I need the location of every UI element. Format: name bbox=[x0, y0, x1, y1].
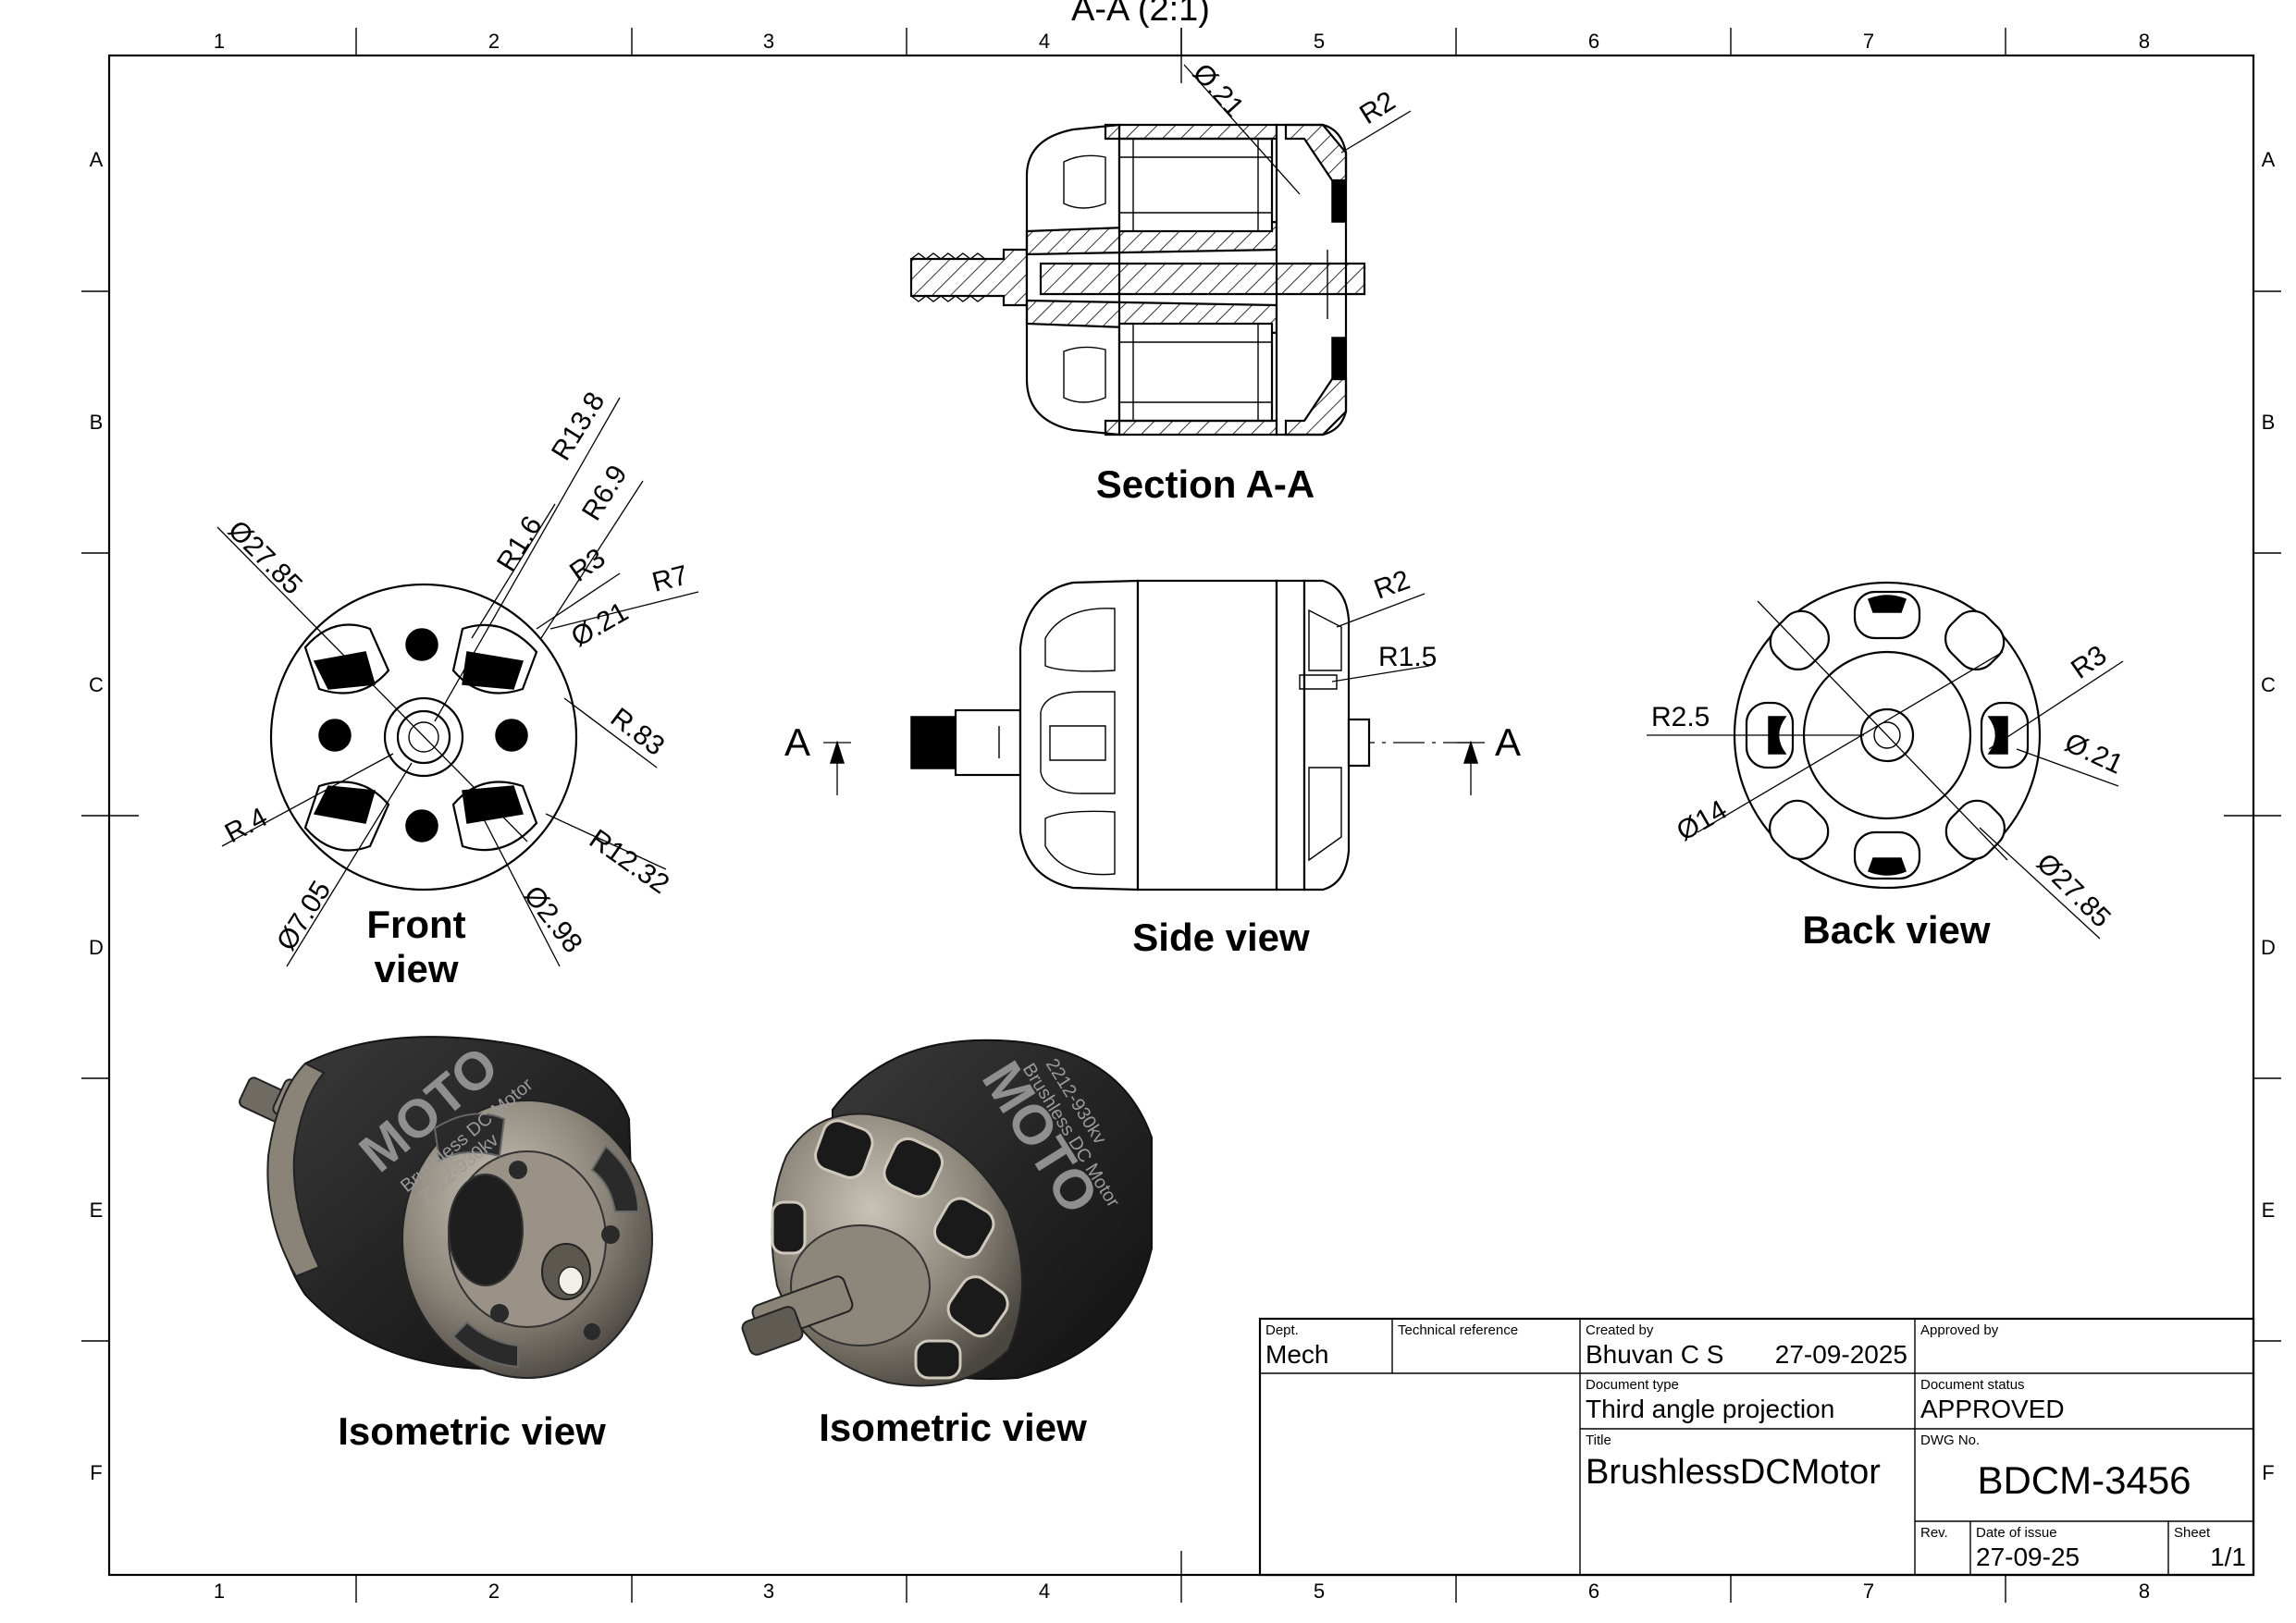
dim-back-2: R3 bbox=[2066, 640, 2112, 685]
section-marker-left: A bbox=[784, 720, 810, 764]
grid-col-label: 1 bbox=[214, 30, 225, 53]
grid-col-label: 7 bbox=[1863, 30, 1874, 53]
section-scale-label: A-A (2:1) bbox=[1071, 0, 1210, 29]
tb-title-label: Title bbox=[1586, 1432, 1611, 1448]
front-view: Ø27.85 R13.8 R1.6 R6.9 R3 R7 Ø.21 R.83 R… bbox=[216, 387, 699, 990]
section-marker-right: A bbox=[1495, 720, 1521, 764]
title-block: Dept. Mech Technical reference Created b… bbox=[1258, 1317, 2255, 1577]
dim-front-9: R12.32 bbox=[584, 824, 674, 901]
grid-row-label: A bbox=[90, 148, 104, 171]
grid-col-label: 2 bbox=[488, 1580, 500, 1603]
dim-back-3: Ø.21 bbox=[2060, 727, 2128, 780]
grid-col-label: 5 bbox=[1314, 30, 1325, 53]
dim-back-1: R2.5 bbox=[1651, 702, 1710, 732]
dim-front-10: Ø2.98 bbox=[517, 880, 587, 959]
dim-side-1: R2 bbox=[1370, 564, 1413, 605]
grid-row-label: D bbox=[2261, 936, 2276, 959]
section-view: Ø.21 R2 Section A-A bbox=[909, 58, 1412, 506]
tb-rev-label: Rev. bbox=[1920, 1525, 1948, 1541]
grid-row-label: C bbox=[89, 673, 104, 696]
dim-front-2: R13.8 bbox=[546, 387, 611, 465]
grid-row-label: B bbox=[90, 411, 104, 434]
tb-dept: Mech bbox=[1265, 1340, 1328, 1369]
iso-right-label: Isometric view bbox=[819, 1406, 1087, 1449]
grid-row-label: C bbox=[2261, 673, 2276, 696]
tb-date-issue-label: Date of issue bbox=[1976, 1525, 2057, 1541]
tb-created-by-label: Created by bbox=[1586, 1322, 1654, 1338]
dim-section-2: R2 bbox=[1354, 86, 1401, 130]
tb-dept-label: Dept. bbox=[1265, 1322, 1299, 1338]
dim-front-3: R1.6 bbox=[491, 510, 549, 576]
iso-left-label: Isometric view bbox=[338, 1409, 606, 1453]
dim-front-12: R.4 bbox=[220, 802, 273, 849]
grid-col-label: 4 bbox=[1039, 30, 1050, 53]
grid-row-label: A bbox=[2262, 148, 2276, 171]
tb-tech-ref-label: Technical reference bbox=[1398, 1322, 1518, 1338]
grid-row-label: D bbox=[89, 936, 104, 959]
tb-doc-status-label: Document status bbox=[1920, 1377, 2025, 1393]
grid-col-label: 2 bbox=[488, 30, 500, 53]
grid-col-label: 3 bbox=[763, 30, 774, 53]
dim-front-1: Ø27.85 bbox=[222, 515, 308, 601]
grid-col-label: 6 bbox=[1588, 1580, 1599, 1603]
grid-col-label: 8 bbox=[2139, 30, 2150, 53]
tb-doc-type: Third angle projection bbox=[1586, 1395, 1834, 1423]
tb-title: BrushlessDCMotor bbox=[1586, 1453, 1881, 1492]
section-view-label: Section A-A bbox=[1096, 462, 1315, 506]
grid-row-label: E bbox=[90, 1199, 104, 1222]
tb-approved-by-label: Approved by bbox=[1920, 1322, 1999, 1338]
tb-doc-type-label: Document type bbox=[1586, 1377, 1679, 1393]
dim-section-1: Ø.21 bbox=[1187, 58, 1250, 123]
dim-front-5: R3 bbox=[564, 543, 611, 588]
front-view-label: Front bbox=[366, 903, 465, 946]
grid-col-label: 6 bbox=[1588, 30, 1599, 53]
tb-sheet-label: Sheet bbox=[2174, 1525, 2211, 1541]
dim-front-6: R7 bbox=[649, 559, 691, 597]
side-view-label: Side view bbox=[1132, 916, 1310, 959]
drawing-frame: 1 2 3 4 5 6 7 8 1 2 3 4 5 6 7 8 A B C D … bbox=[81, 28, 2281, 1603]
isometric-view-left: MOTO Brushless DC Motor 2212-930kv Isome… bbox=[239, 1035, 653, 1453]
dim-front-7: Ø.21 bbox=[566, 596, 634, 653]
side-view: A A R2 R1.5 Side view bbox=[784, 564, 1521, 959]
grid-row-label: F bbox=[2262, 1461, 2274, 1484]
tb-doc-status: APPROVED bbox=[1920, 1395, 2065, 1423]
back-view: R2.5 R3 Ø.21 Ø14 Ø27.85 Back view bbox=[1647, 581, 2128, 952]
tb-created-by: Bhuvan C S bbox=[1586, 1340, 1723, 1369]
grid-row-label: E bbox=[2262, 1199, 2276, 1222]
isometric-view-right: MOTO Brushless DC Motor 2212-930kv Isome… bbox=[741, 1039, 1153, 1449]
grid-row-label: B bbox=[2262, 411, 2276, 434]
tb-dwg-no: BDCM-3456 bbox=[1977, 1458, 2191, 1502]
grid-col-label: 8 bbox=[2139, 1580, 2150, 1603]
dim-front-11: Ø7.05 bbox=[271, 876, 337, 956]
grid-col-label: 3 bbox=[763, 1580, 774, 1603]
front-view-label-line2: view bbox=[374, 947, 458, 990]
grid-col-label: 4 bbox=[1039, 1580, 1050, 1603]
grid-col-label: 1 bbox=[214, 1580, 225, 1603]
back-view-label: Back view bbox=[1802, 908, 1990, 952]
tb-sheet: 1/1 bbox=[2210, 1543, 2246, 1571]
tb-dwg-no-label: DWG No. bbox=[1920, 1432, 1980, 1448]
dim-back-5: Ø27.85 bbox=[2031, 848, 2117, 934]
dim-back-4: Ø14 bbox=[1672, 794, 1733, 847]
grid-col-label: 5 bbox=[1314, 1580, 1325, 1603]
grid-row-label: F bbox=[90, 1461, 102, 1484]
dim-side-2: R1.5 bbox=[1378, 642, 1437, 672]
dim-front-4: R6.9 bbox=[576, 460, 634, 525]
tb-created-date: 27-09-2025 bbox=[1775, 1340, 1907, 1369]
grid-col-label: 7 bbox=[1863, 1580, 1874, 1603]
tb-date-issue: 27-09-25 bbox=[1976, 1543, 2080, 1571]
